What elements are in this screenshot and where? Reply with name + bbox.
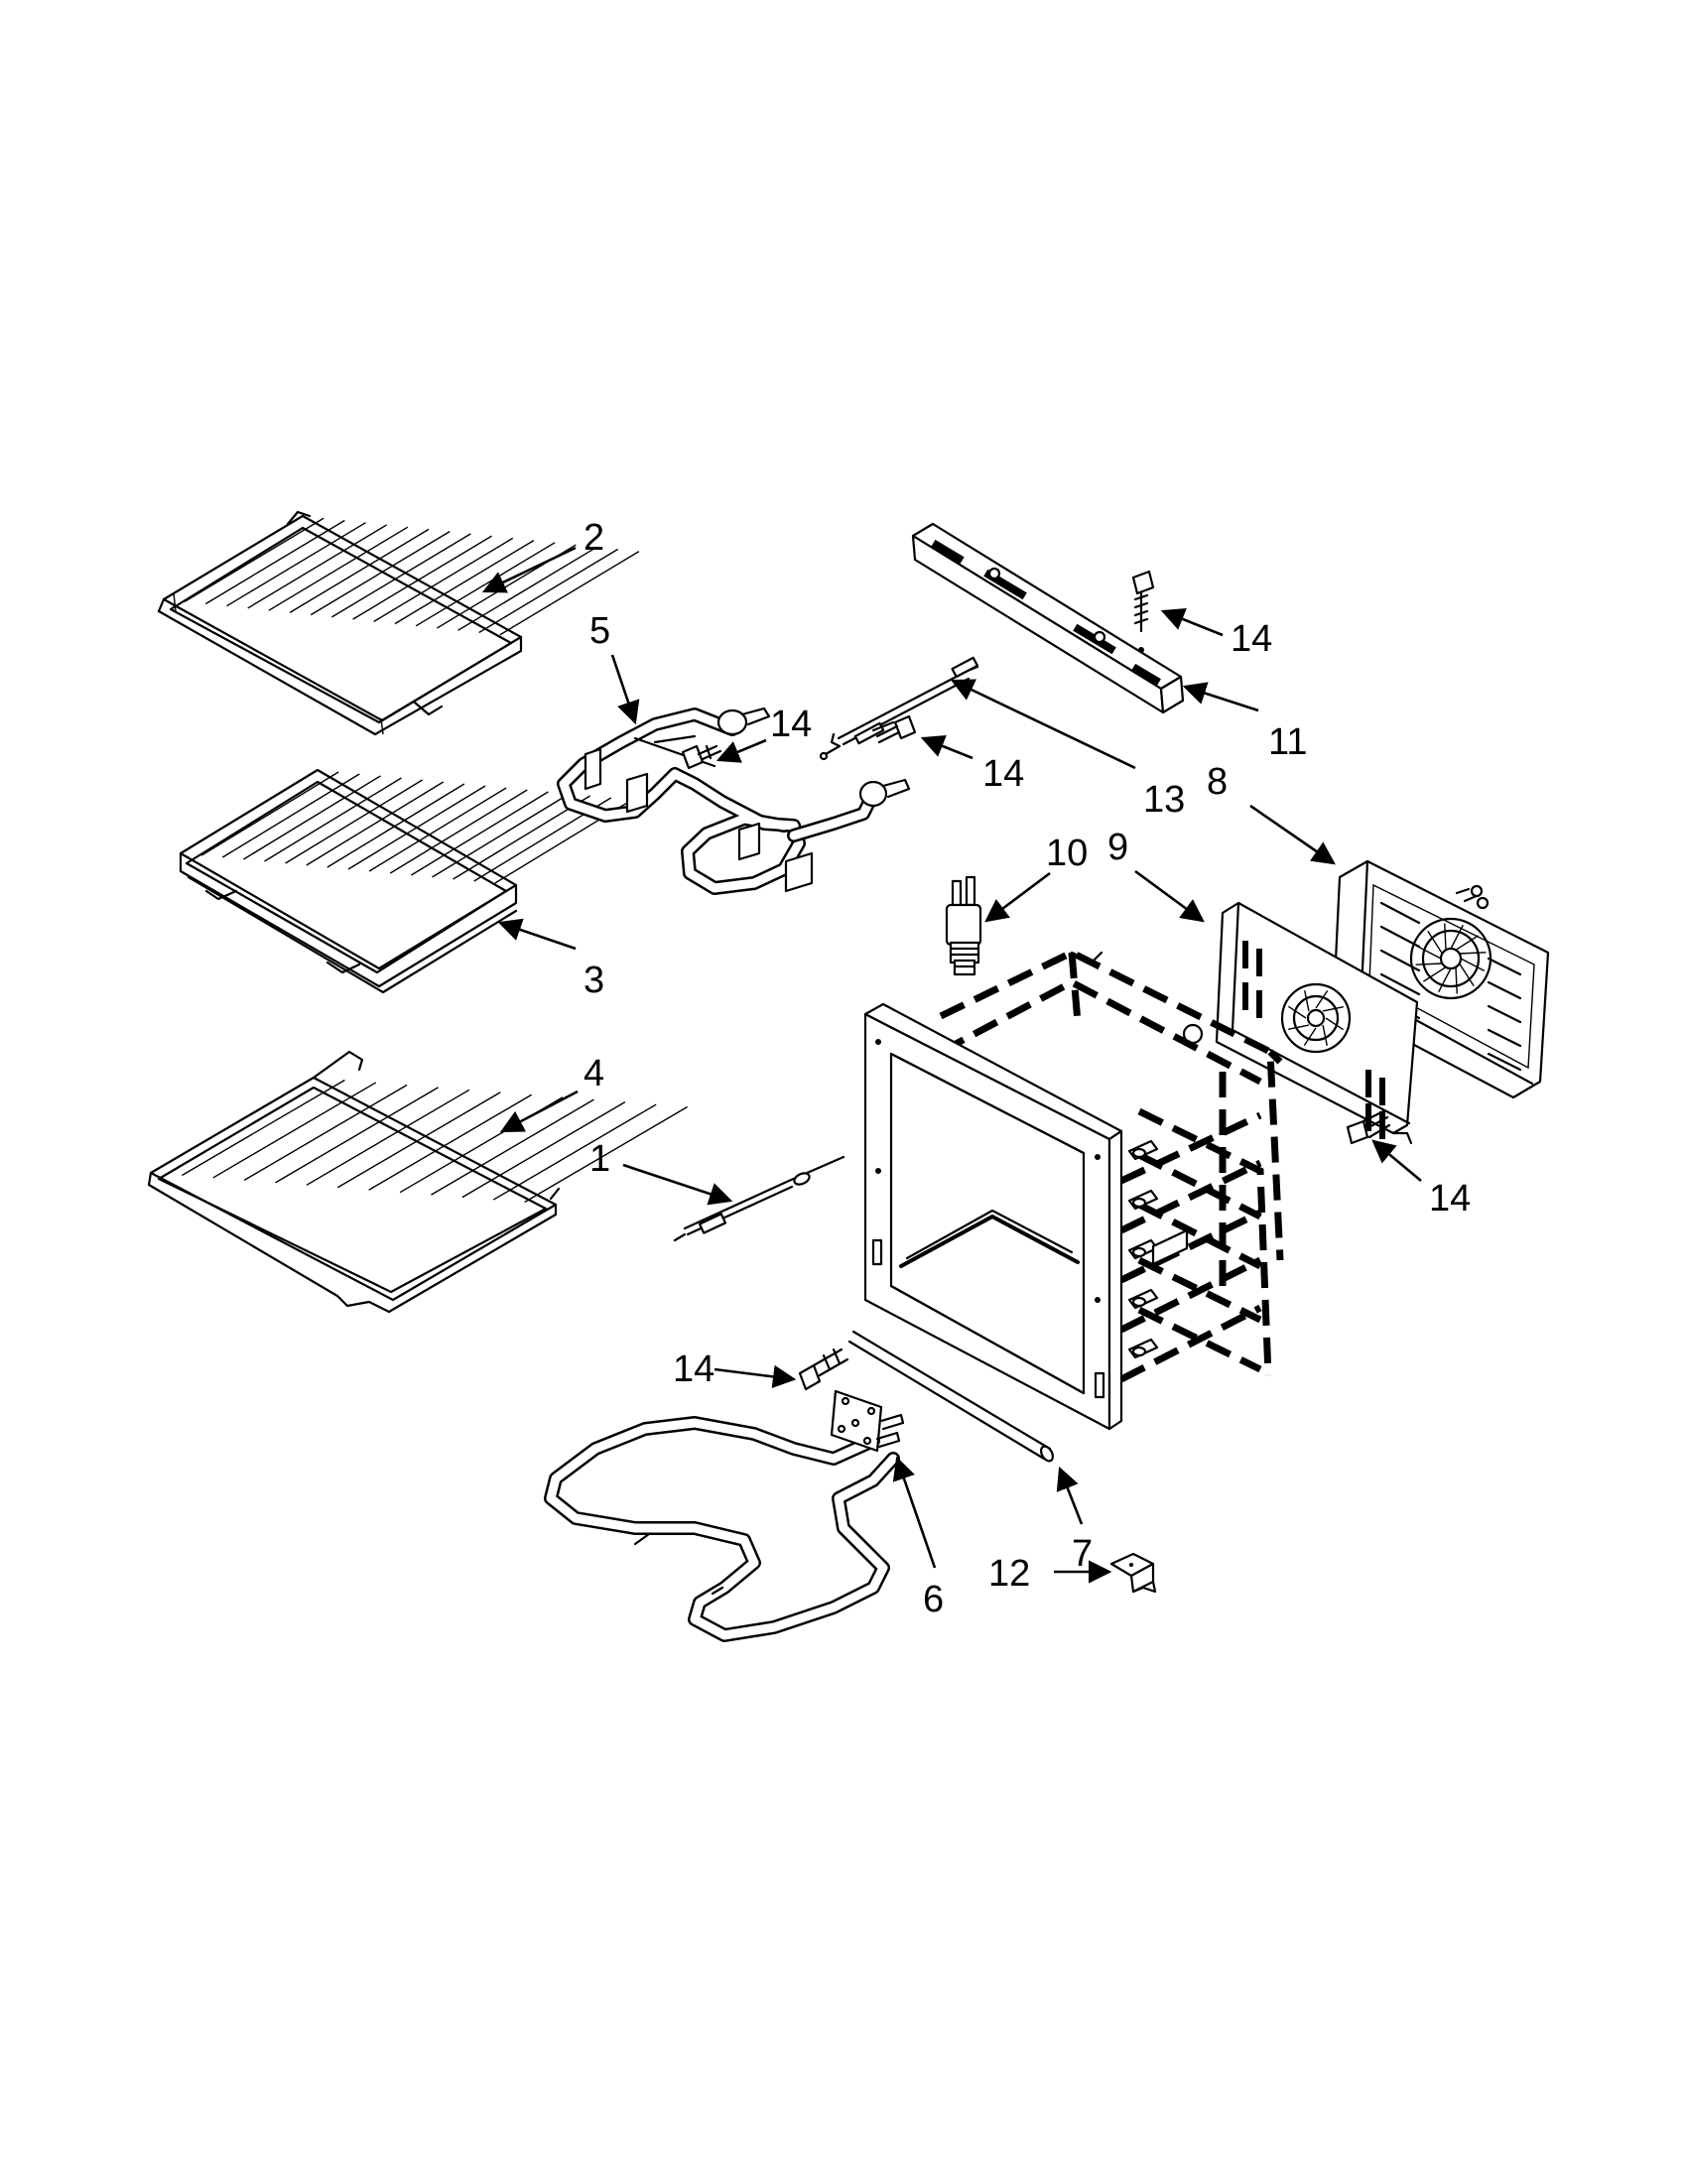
callout-5: 5 xyxy=(589,610,610,652)
part-5-broil-element xyxy=(557,707,911,895)
callout-1: 1 xyxy=(589,1138,610,1180)
leader-14e xyxy=(714,1364,797,1388)
leader-11 xyxy=(1182,682,1259,712)
leader-14b xyxy=(920,734,973,760)
leader-10 xyxy=(984,871,1051,923)
callout-8: 8 xyxy=(1207,761,1228,803)
callout-14-right: 14 xyxy=(1429,1178,1471,1220)
part-14-screw-top xyxy=(1131,570,1155,653)
callout-14-upper-left: 14 xyxy=(770,704,812,745)
part-14-screw-sensor xyxy=(871,714,917,744)
leader-13 xyxy=(950,679,1136,770)
part-12-clip xyxy=(1109,1552,1157,1594)
part-6-bake-element xyxy=(544,1389,905,1642)
part-9-fan-cover xyxy=(1215,901,1419,1145)
part-10-thermal-switch xyxy=(945,875,982,976)
leader-14a xyxy=(715,738,767,763)
part-2-oven-rack xyxy=(157,510,640,736)
part-7-tube xyxy=(847,1330,1054,1463)
callout-4: 4 xyxy=(584,1053,604,1094)
part-4-flat-rack xyxy=(147,1050,688,1314)
callout-14-sensor: 14 xyxy=(982,753,1024,795)
leader-1 xyxy=(622,1163,733,1206)
leader-9 xyxy=(1134,869,1205,923)
part-14-screw-bottom xyxy=(798,1348,849,1391)
oven-cavity xyxy=(863,949,1284,1431)
part-14-screw-upper-left xyxy=(681,744,722,770)
callout-13: 13 xyxy=(1143,779,1185,821)
leader-2 xyxy=(481,546,577,593)
leader-7 xyxy=(1056,1466,1084,1525)
callout-3: 3 xyxy=(584,960,604,1001)
callout-6: 6 xyxy=(923,1579,944,1620)
callout-14-bottom: 14 xyxy=(673,1349,714,1390)
callout-2: 2 xyxy=(584,517,604,559)
leader-3 xyxy=(497,918,577,951)
leader-4 xyxy=(499,1090,579,1133)
callout-9: 9 xyxy=(1107,827,1128,868)
leader-8 xyxy=(1249,804,1336,865)
callout-10: 10 xyxy=(1046,833,1088,874)
part-13-sensor xyxy=(819,656,979,761)
callout-12: 12 xyxy=(988,1553,1030,1595)
part-11-bracket xyxy=(911,522,1185,714)
part-1-probe xyxy=(673,1155,845,1242)
leader-5 xyxy=(610,654,640,725)
leader-14c xyxy=(1160,607,1224,637)
leader-6 xyxy=(892,1456,937,1569)
callout-14-top: 14 xyxy=(1231,618,1272,660)
callout-labels: 2 3 4 5 14 14 11 13 8 9 10 14 1 14 14 7 … xyxy=(584,517,1471,1620)
callout-11: 11 xyxy=(1268,721,1307,763)
leader-lines xyxy=(481,546,1422,1584)
part-14-screw-right xyxy=(1346,1109,1391,1145)
leader-14d xyxy=(1371,1139,1422,1182)
callout-7: 7 xyxy=(1072,1533,1093,1575)
